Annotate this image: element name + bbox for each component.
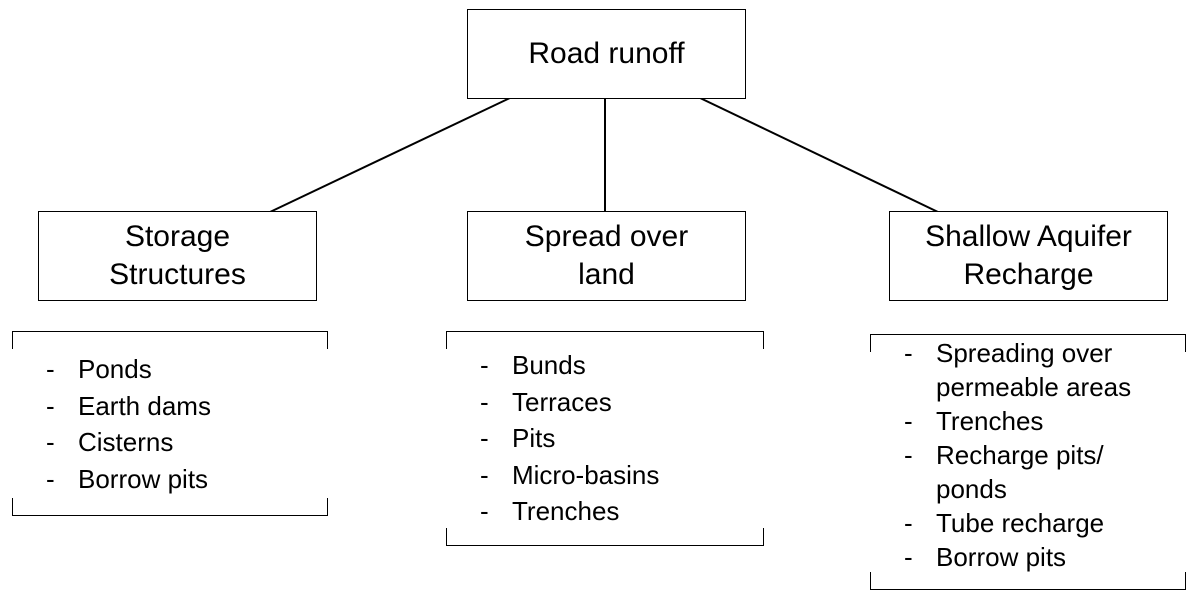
category-shallow-aquifer-recharge: Shallow Aquifer Recharge: [889, 211, 1168, 301]
list-item: -Earth dams: [46, 388, 211, 425]
bullet-dash: -: [480, 386, 489, 417]
bullet-dash: -: [46, 463, 55, 494]
list-item: -Terraces: [480, 384, 659, 421]
root-node: Road runoff: [467, 9, 746, 99]
connector-root-recharge: [697, 96, 939, 213]
bullet-dash: -: [480, 423, 489, 453]
category-label: Spread over land: [524, 220, 689, 291]
bracket-top: [446, 331, 764, 349]
category-label: Storage Structures: [109, 220, 246, 291]
bullet-dash: -: [904, 440, 913, 470]
list-item: -Recharge pits/ ponds: [904, 440, 1104, 504]
bullet-dash: -: [480, 459, 489, 490]
bracket-top: [870, 334, 1186, 352]
list-item: -Borrow pits: [46, 461, 211, 498]
list-item: -Borrow pits: [904, 542, 1067, 572]
root-label: Road runoff: [528, 37, 685, 70]
shallow-aquifer-recharge-list: -Spreading over permeable areas -Trenche…: [870, 334, 1186, 590]
list-item: -Trenches: [904, 406, 1044, 436]
list-item: -Tube recharge: [904, 508, 1105, 538]
bullet-dash: -: [46, 390, 55, 421]
spread-over-land-list: -Bunds -Terraces -Pits -Micro-basins -Tr…: [446, 331, 764, 546]
bullet-dash: -: [904, 542, 913, 572]
category-label: Shallow Aquifer Recharge: [925, 220, 1132, 291]
list-item: -Pits: [480, 420, 659, 457]
storage-structures-list: -Ponds -Earth dams -Cisterns -Borrow pit…: [12, 331, 328, 516]
bullet-dash: -: [904, 508, 913, 538]
list-item: -Bunds: [480, 347, 659, 384]
bracket-top: [12, 331, 328, 349]
connector-root-storage: [269, 96, 513, 213]
category-storage-structures: Storage Structures: [38, 211, 317, 301]
list-item: -Ponds: [46, 351, 211, 388]
list-item: -Cisterns: [46, 424, 211, 461]
bullet-dash: -: [480, 496, 489, 526]
list-item: -Trenches: [480, 493, 659, 530]
bullet-dash: -: [46, 354, 55, 384]
bullet-dash: -: [480, 350, 489, 380]
bracket-bottom: [870, 572, 1186, 590]
bullet-dash: -: [904, 338, 913, 368]
list-item: -Micro-basins: [480, 457, 659, 494]
bracket-bottom: [446, 528, 764, 546]
bullet-dash: -: [46, 427, 55, 457]
bracket-bottom: [12, 498, 328, 516]
category-spread-over-land: Spread over land: [467, 211, 746, 301]
bullet-dash: -: [904, 406, 913, 436]
list-item: -Spreading over permeable areas: [904, 338, 1132, 402]
